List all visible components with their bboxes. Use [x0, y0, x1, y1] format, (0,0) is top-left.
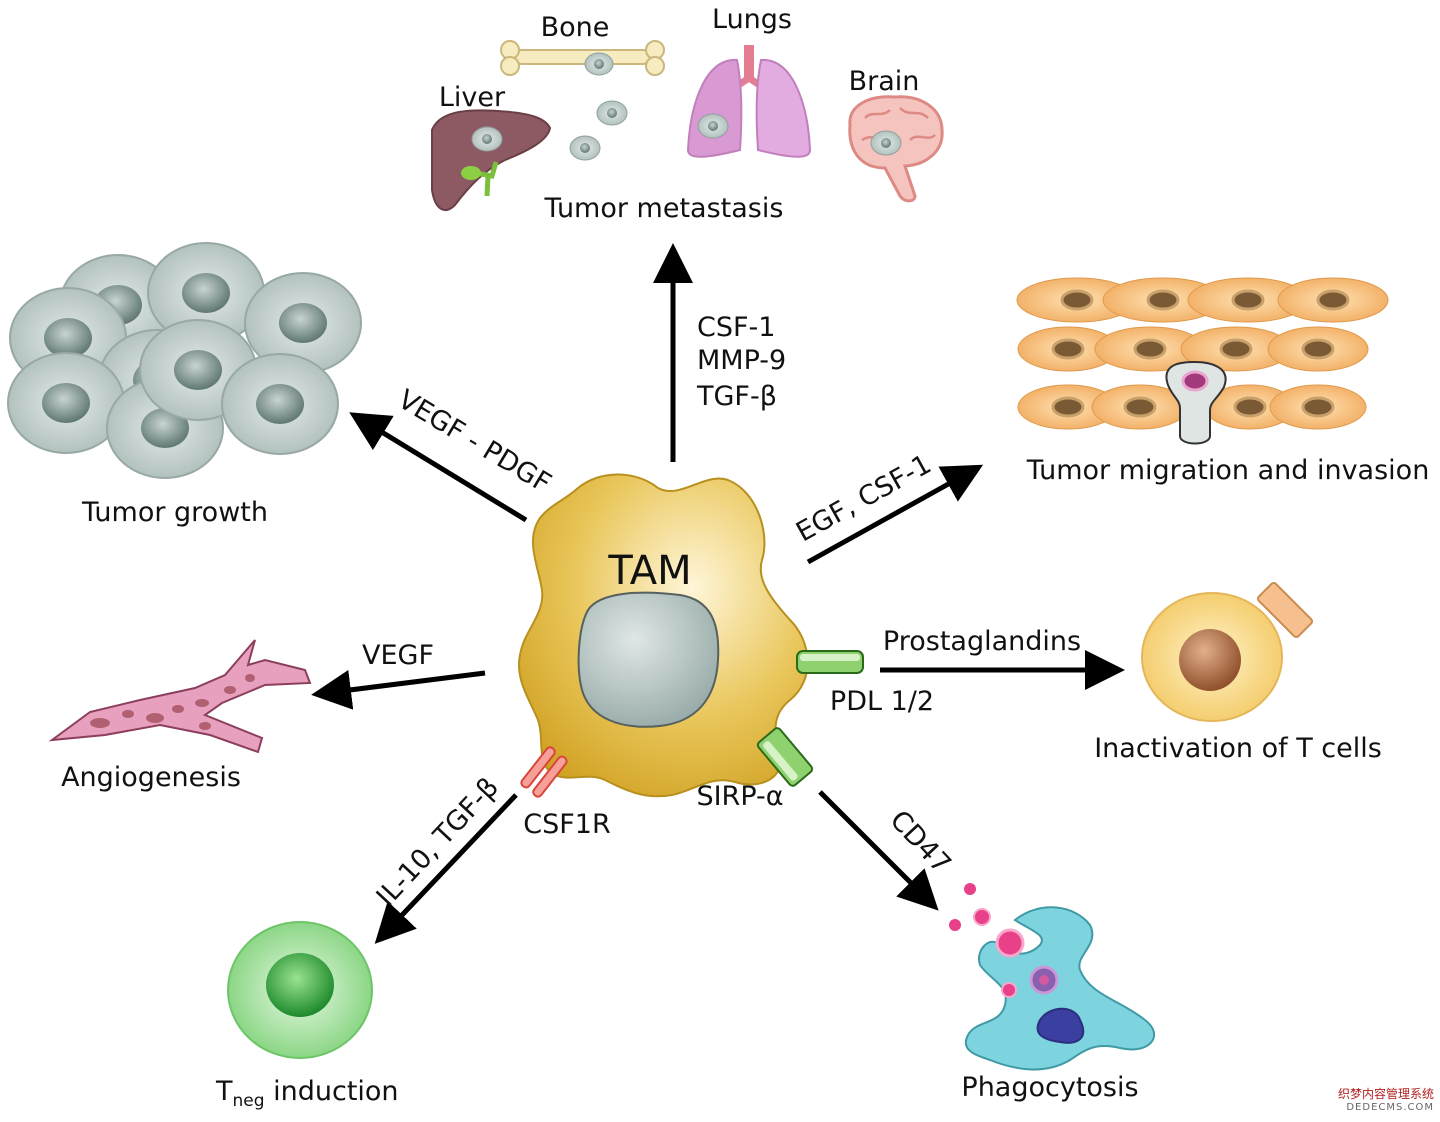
growth-factor-label: VEGF - PDGF — [392, 384, 556, 499]
bone-label: Bone — [541, 12, 610, 43]
arrow-angiogenesis — [311, 670, 486, 710]
arrows — [311, 243, 1125, 944]
liver-label: Liver — [439, 82, 506, 113]
treg-cell-icon — [227, 921, 373, 1059]
metastasis-factor-1: CSF-1 — [697, 312, 775, 343]
treg-title: Tneg induction — [215, 1076, 399, 1111]
treg-title-main: T — [215, 1076, 233, 1107]
liver-icon — [431, 109, 552, 211]
tumor-growth-cells — [7, 242, 362, 479]
angiogenesis-title: Angiogenesis — [61, 762, 241, 793]
sirp-label: SIRP-α — [696, 781, 783, 812]
watermark-line-1: 织梦内容管理系统 — [1337, 1086, 1434, 1101]
metastasis-factor-3: TGF-β — [696, 381, 777, 412]
growth-title: Tumor growth — [81, 497, 268, 528]
phagocytosis-title: Phagocytosis — [961, 1072, 1138, 1103]
lungs-label: Lungs — [712, 4, 792, 35]
csf1r-receptor-icon — [520, 746, 568, 798]
tam-label: TAM — [607, 548, 691, 594]
metastasis-factor-2: MMP-9 — [697, 345, 786, 376]
t-cell-icon — [1141, 581, 1314, 722]
migration-title: Tumor migration and invasion — [1026, 455, 1430, 486]
brain-icon — [848, 95, 944, 203]
treg-title-sub: neg — [233, 1091, 265, 1111]
treg-title-rest: induction — [265, 1076, 399, 1107]
pdl-label: PDL 1/2 — [830, 686, 934, 717]
watermark: 织梦内容管理系统 DEDECMS.COM — [1326, 1086, 1434, 1113]
angiogenesis-factor-label: VEGF — [362, 640, 434, 671]
invading-cell — [1165, 360, 1227, 445]
migration-cells — [1016, 277, 1389, 445]
vessel-icon — [48, 639, 312, 754]
pdl-receptor-icon — [796, 650, 864, 674]
csf1r-label: CSF1R — [523, 809, 610, 840]
treg-factor-label: IL-10, TGF-β — [371, 772, 505, 913]
brain-label: Brain — [849, 66, 920, 97]
tcells-factor-label: Prostaglandins — [883, 626, 1081, 657]
circulating-cells — [569, 100, 628, 161]
macrophage-phagocytosis-icon — [949, 883, 1156, 1071]
arrow-growth — [349, 412, 528, 523]
watermark-line-2: DEDECMS.COM — [1346, 1101, 1434, 1113]
bone-icon — [500, 40, 665, 76]
arrow-migration — [806, 464, 984, 565]
tcells-title: Inactivation of T cells — [1094, 733, 1382, 764]
tam-cell: TAM — [518, 473, 809, 798]
metastasis-title: Tumor metastasis — [544, 193, 784, 224]
metastasis-group: Bone Lungs Liver Brain — [431, 4, 944, 224]
sirp-receptor-icon — [756, 727, 814, 787]
lungs-icon — [686, 45, 812, 158]
arrow-treg — [374, 793, 518, 944]
arrow-phagocytosis — [818, 790, 939, 911]
